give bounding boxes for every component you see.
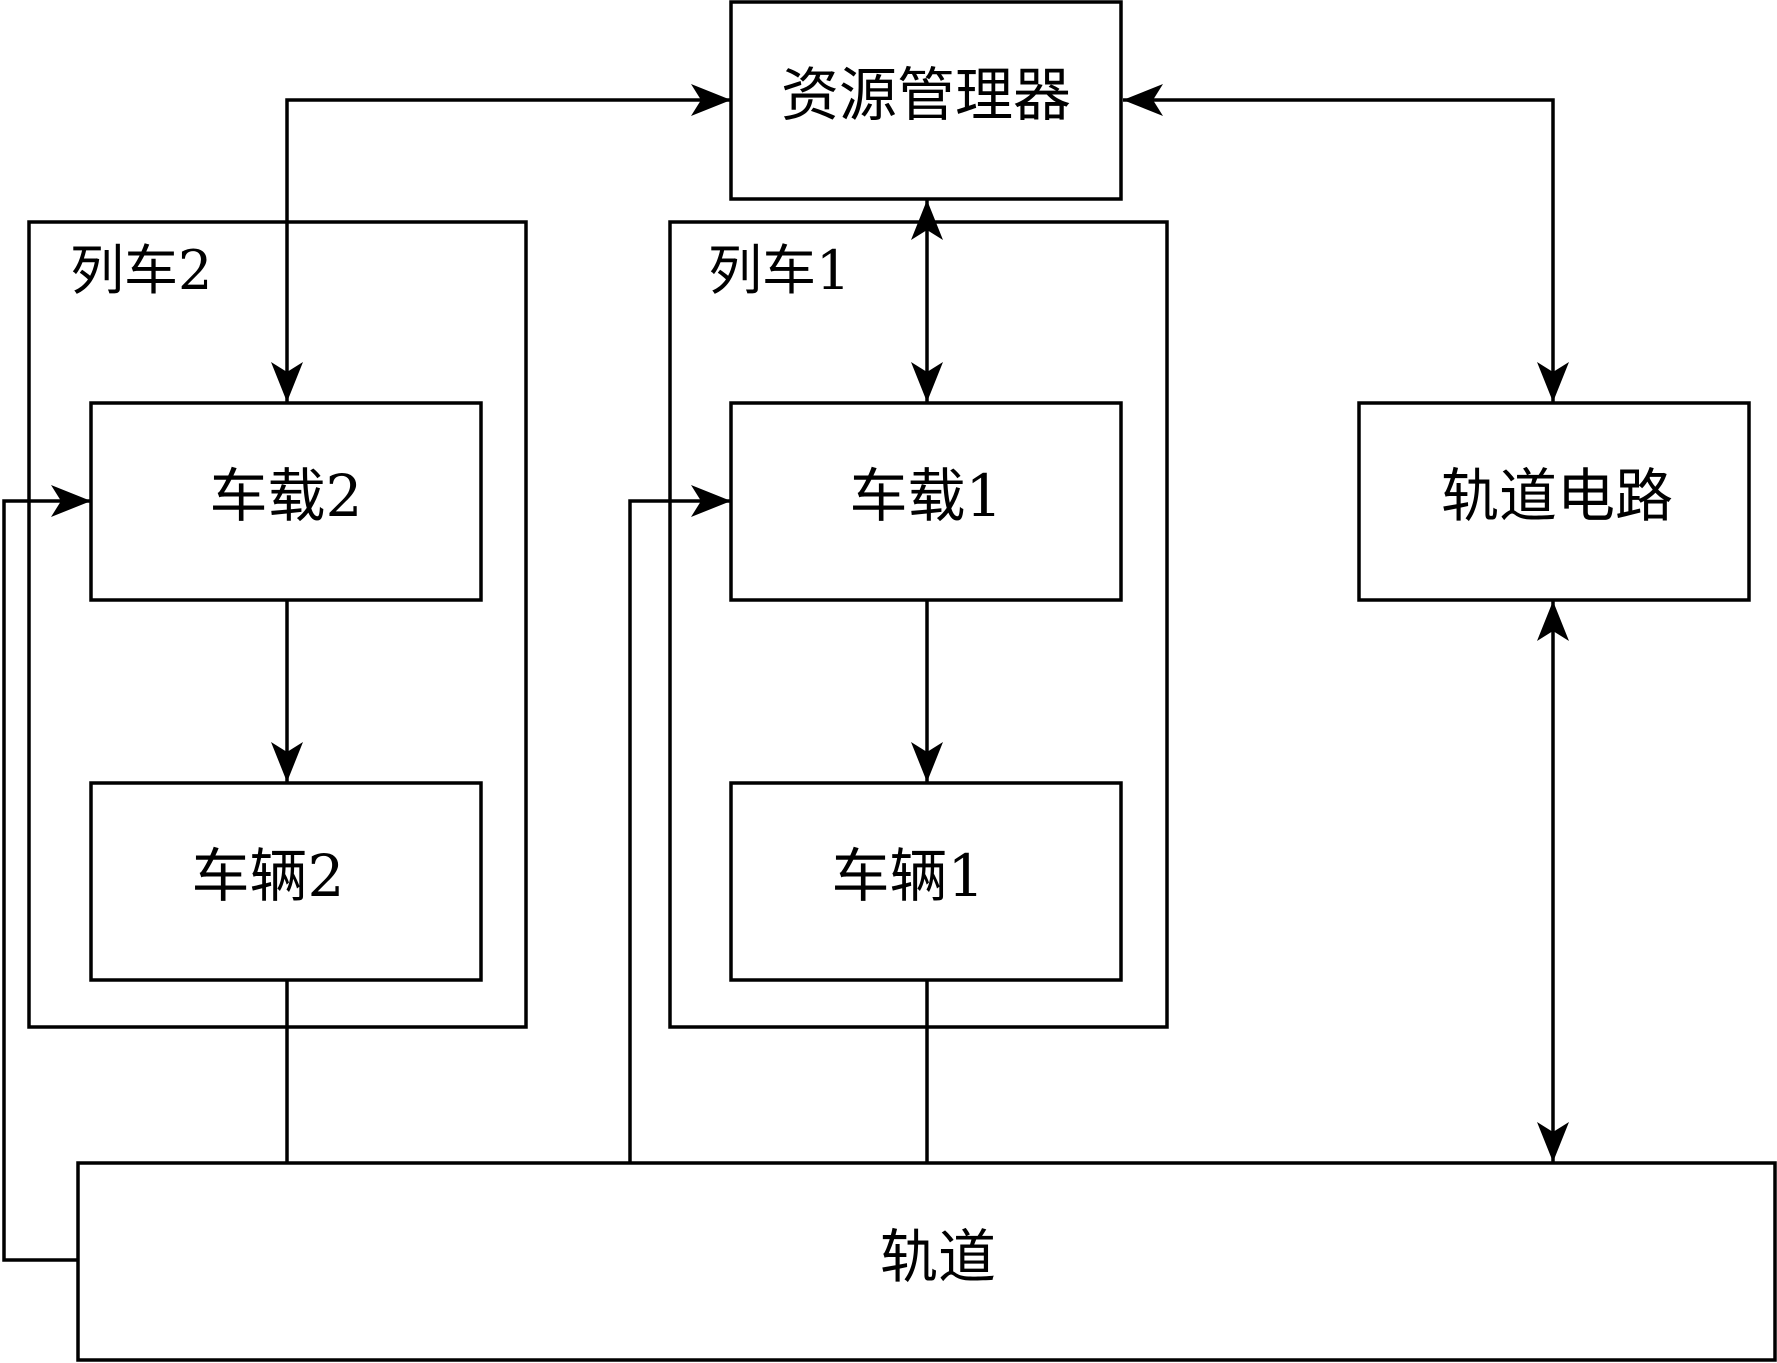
train2-label: 列车2 <box>70 239 212 302</box>
edge-track-onboard1 <box>628 485 731 1162</box>
vehicle1-box <box>729 781 1123 982</box>
onboard2-box <box>89 401 483 602</box>
resource-manager-label: 资源管理器 <box>781 61 1071 129</box>
track-circuit-label: 轨道电路 <box>1441 462 1673 530</box>
track-box <box>76 1161 1777 1362</box>
edge-manager-onboard2 <box>271 84 731 402</box>
track-circuit-box <box>1357 401 1751 602</box>
onboard1-box <box>729 401 1123 602</box>
onboard2-label: 车载2 <box>210 462 363 530</box>
vehicle2-box <box>89 781 483 982</box>
resource-manager-box <box>729 0 1123 201</box>
edge-track-onboard2 <box>2 485 91 1262</box>
vehicle1-label: 车辆1 <box>832 842 985 910</box>
vehicle2-label: 车辆2 <box>192 842 345 910</box>
edge-manager-trackcircuit <box>1123 84 1569 402</box>
track-label: 轨道 <box>880 1223 996 1291</box>
train1-label: 列车1 <box>708 239 850 302</box>
onboard1-label: 车载1 <box>850 462 1003 530</box>
